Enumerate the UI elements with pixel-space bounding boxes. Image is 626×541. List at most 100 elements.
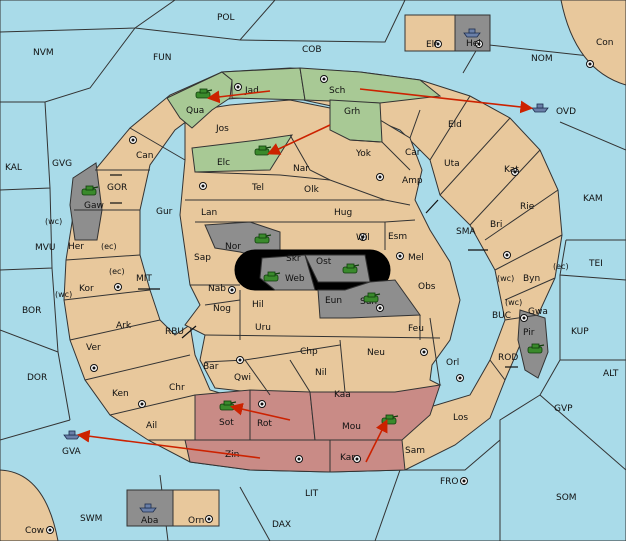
sea-label-buc: BUC [492,311,511,321]
label-nab: Nab [208,284,226,294]
label-yok: Yok [355,149,372,159]
label-nog: Nog [213,304,231,314]
sea-label-kal: KAL [5,163,22,173]
label-chp: Chp [300,347,318,357]
label-orl: Orl [446,358,459,368]
label-jad: Jad [244,86,259,96]
label-can: Can [136,151,154,161]
sea-label-swm: SWM [80,514,102,524]
label-wc: (wc) [505,298,522,307]
label-elf: Elf [426,40,438,50]
sea-label-dax: DAX [272,520,291,530]
sea-label-rod: ROD [498,353,518,363]
label-mel: Mel [408,253,424,263]
territory-gaw[interactable] [69,162,103,241]
label-byn: Byn [523,274,540,284]
label-con: Con [596,38,614,48]
label-kar: Kar [340,453,355,463]
coast-tags: (wc) (ec) (wc) (ec) (wc) (wc) (ec) [45,217,569,307]
label-lan: Lan [201,208,217,218]
label-ken: Ken [112,389,129,399]
label-ail: Ail [146,421,157,431]
label-eld: Eld [448,120,462,130]
sea-label-lit: LIT [305,489,319,499]
label-grh: Grh [344,107,360,117]
label-sch: Sch [329,86,345,96]
label-aba: Aba [141,516,158,526]
sea-label-ovd: OVD [556,107,576,117]
label-tel: Tel [251,183,264,193]
label-esm: Esm [388,232,407,242]
label-ec: (ec) [109,267,125,276]
label-mou: Mou [342,422,361,432]
province-borders [63,95,563,441]
sea-label-tei: TEI [588,259,603,269]
sea-label-gvp: GVP [554,404,573,414]
label-nor: Nor [225,242,241,252]
sea-label-gvg: GVG [52,159,72,169]
label-sap: Sap [194,253,211,263]
territory-zin[interactable] [184,439,331,473]
label-web: Web [285,274,305,284]
order-arrows [76,88,534,463]
label-ec: (ec) [553,262,569,271]
supply-centers [46,40,594,534]
land-labels: Jad Sch Qua Jos Grh Can Elc Nar Yok Car … [25,38,614,536]
label-wc: (wc) [45,217,62,226]
label-sam: Sam [405,446,425,456]
sea-label-nvm: NVM [33,48,54,58]
label-elc: Elc [217,158,230,168]
label-feu: Feu [408,324,424,334]
label-ver: Ver [86,343,101,353]
label-eun: Eun [325,296,342,306]
label-car: Car [405,148,421,158]
sea-label-gor: GOR [107,183,127,193]
sea-label-fro: FRO [440,477,459,487]
label-kor: Kor [79,284,94,294]
label-sot: Sot [219,418,234,428]
label-ost: Ost [316,257,332,267]
label-kat: Kat [504,165,519,175]
label-kaa: Kaa [334,390,351,400]
territory-kar[interactable] [329,439,406,473]
label-hil: Hil [252,300,264,310]
label-neu: Neu [367,348,385,358]
label-wc: (wc) [55,290,72,299]
territory-rot[interactable] [249,389,316,441]
connectors [110,174,518,368]
label-rie: Rie [520,202,535,212]
label-gaw: Gaw [84,201,104,211]
label-ec: (ec) [101,242,117,251]
territory-sot[interactable] [194,389,251,441]
sea-label-kam: KAM [583,194,603,204]
sea-label-fun: FUN [153,53,172,63]
sea-label-rbu: RBU [165,327,184,337]
label-pir: Pir [523,328,535,338]
label-cow: Cow [25,526,44,536]
label-los: Los [453,413,468,423]
label-hug: Hug [334,208,352,218]
label-wil: Wil [356,233,370,243]
sea-label-mit: MIT [136,274,152,284]
territory-jad[interactable] [220,67,306,101]
sea-label-sma: SMA [456,227,476,237]
label-ark: Ark [116,321,132,331]
label-obs: Obs [418,282,436,292]
sea-label-mvu: MVU [35,243,56,253]
label-wc: (wc) [497,274,514,283]
sea-label-cob: COB [302,45,322,55]
label-orn: Orn [188,516,204,526]
label-amp: Amp [402,176,423,186]
label-gur: Gur [156,207,173,217]
label-olk: Olk [304,185,320,195]
label-hel: Hel [466,39,481,49]
label-rot: Rot [257,419,272,429]
label-gwa: Gwa [528,307,548,317]
territory-elf[interactable] [404,14,456,52]
label-nil: Nil [315,368,327,378]
label-nar: Nar [293,164,309,174]
label-chr: Chr [169,383,185,393]
label-qwi: Qwi [234,373,251,383]
sea-labels: POL NVM FUN COB NOM KAL GVG GOR MVU MIT … [5,13,619,530]
